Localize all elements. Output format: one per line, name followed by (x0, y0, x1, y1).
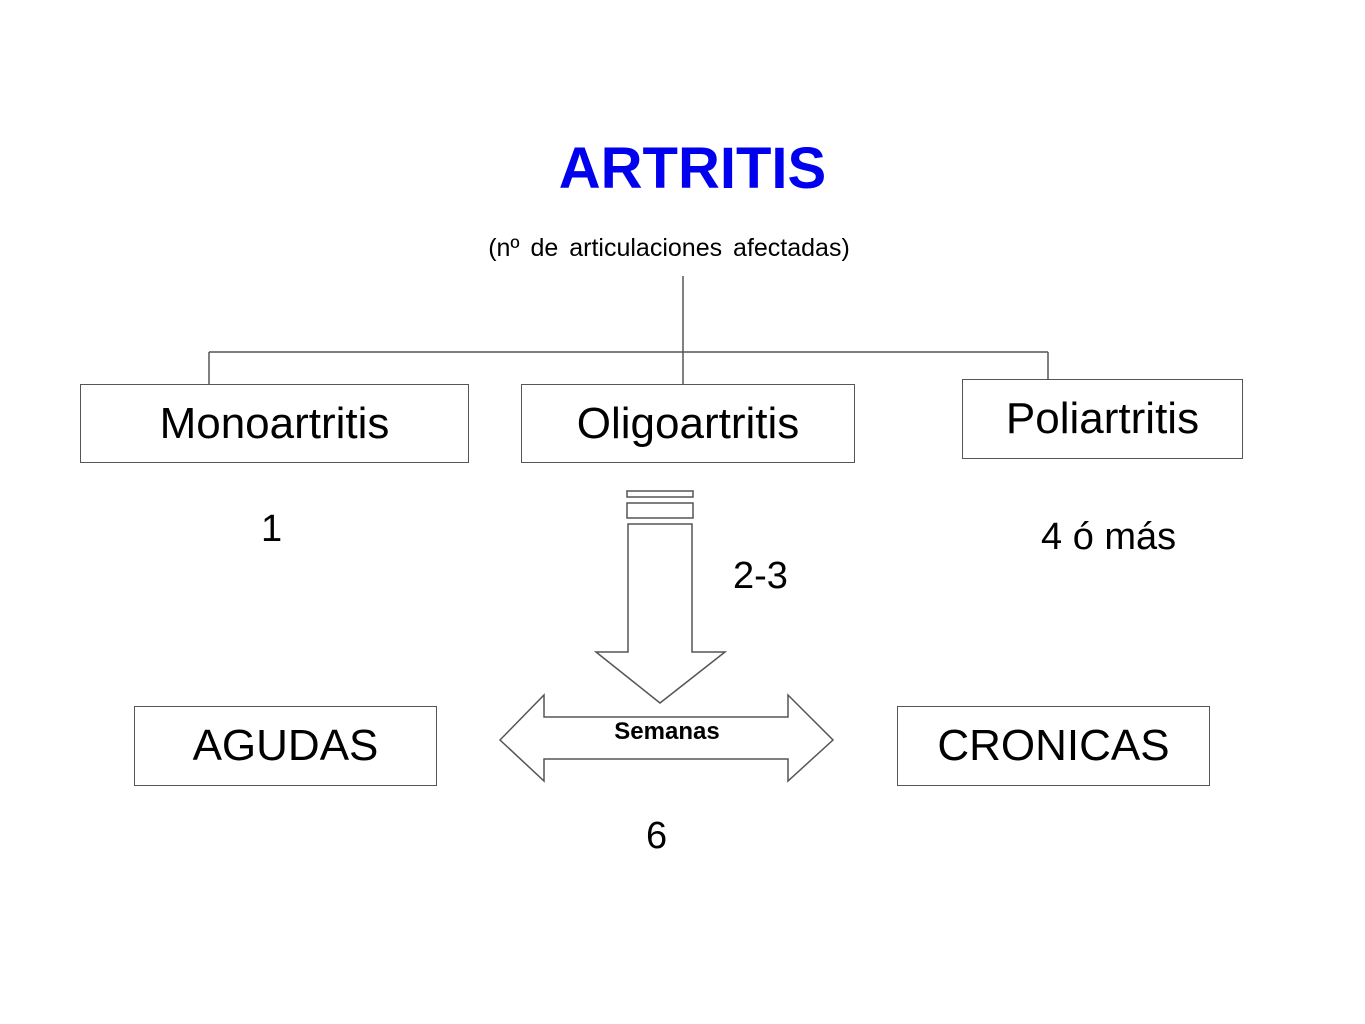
poliartritis-box: Poliartritis (962, 379, 1243, 459)
oligo-count: 2-3 (733, 555, 788, 597)
poliartritis-label: Poliartritis (1005, 394, 1200, 443)
semanas-label: Semanas (614, 718, 720, 745)
agudas-box: AGUDAS (134, 706, 437, 786)
cronicas-label: CRONICAS (937, 721, 1170, 770)
weeks-threshold: 6 (646, 815, 668, 857)
down-arrow (593, 523, 728, 704)
diagram-title: ARTRITIS (558, 136, 827, 201)
arrow-band-bottom (626, 502, 694, 519)
arrow-band-top (626, 490, 694, 498)
monoartritis-label: Monoartritis (159, 398, 390, 448)
mono-count: 1 (261, 508, 283, 550)
oligoartritis-box: Oligoartritis (521, 384, 855, 463)
diagram-subtitle: (nº de articulaciones afectadas) (488, 234, 850, 262)
cronicas-box: CRONICAS (897, 706, 1210, 786)
monoartritis-box: Monoartritis (80, 384, 469, 463)
poli-count: 4 ó más (1041, 516, 1177, 558)
double-arrow (498, 693, 835, 783)
agudas-label: AGUDAS (192, 721, 379, 770)
oligoartritis-label: Oligoartritis (576, 398, 800, 448)
